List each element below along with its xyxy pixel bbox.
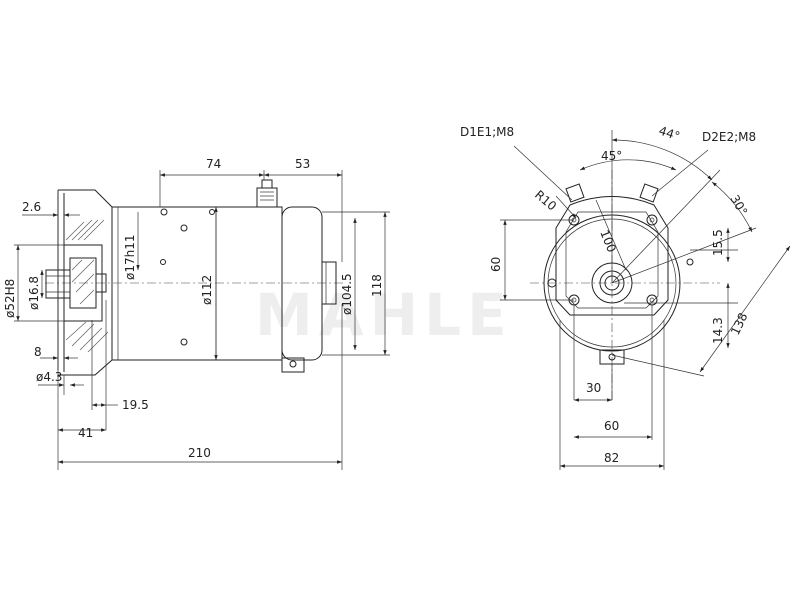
dim-138: 138: [728, 311, 750, 338]
dim-118: 118: [370, 274, 384, 297]
dim-8: 8: [34, 345, 42, 359]
label-terminal-d1e1: D1E1;M8: [460, 125, 514, 139]
dim-210: 210: [188, 446, 211, 460]
label-terminal-d2e2: D2E2;M8: [702, 130, 756, 144]
side-view: 74 53 2.6 ø52H8 ø16.8 ø17h11 ø112 ø104.5…: [3, 157, 390, 470]
dim-100: 100: [597, 228, 619, 254]
dim-41: 41: [78, 426, 93, 440]
dim-4-3: ø4.3: [36, 370, 62, 384]
watermark: MAHLE: [255, 281, 513, 349]
dim-angle-30: 30°: [727, 193, 750, 218]
dim-53: 53: [295, 157, 310, 171]
dim-r10: R10: [532, 188, 559, 214]
dim-52H8: ø52H8: [3, 279, 17, 318]
dim-104-5: ø104.5: [340, 273, 354, 315]
dim-112: ø112: [200, 275, 214, 305]
dim-30: 30: [586, 381, 601, 395]
flange-section-hatch: [65, 219, 109, 353]
dim-17h11: ø17h11: [123, 235, 137, 281]
dim-2-6: 2.6: [22, 200, 41, 214]
dim-angle-44: 44°: [657, 124, 682, 144]
dim-60-vertical: 60: [489, 257, 503, 272]
dim-19-5: 19.5: [122, 398, 149, 412]
dim-15-5: 15.5: [711, 229, 725, 256]
dim-74: 74: [206, 157, 221, 171]
dim-angle-45: 45°: [601, 149, 622, 163]
dim-16-8: ø16.8: [27, 276, 41, 310]
dim-82: 82: [604, 451, 619, 465]
dim-60-horizontal: 60: [604, 419, 619, 433]
